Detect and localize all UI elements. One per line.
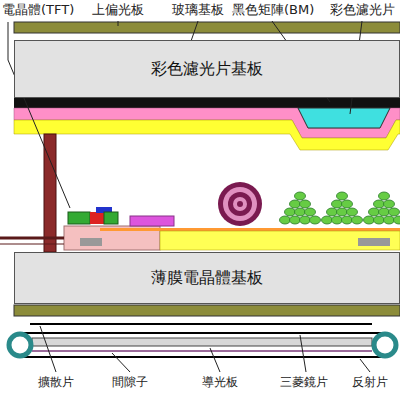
crystal: [394, 216, 400, 224]
pixel-layer: [160, 231, 400, 250]
part-label: 玻璃基板: [172, 3, 224, 18]
substrate-band: 薄膜電晶體基板: [14, 252, 400, 304]
crystal: [305, 208, 316, 216]
part-label: 彩色濾光片: [330, 3, 395, 18]
crystal: [352, 216, 363, 224]
part-label: 間隙子: [112, 376, 148, 390]
diffuser-sheet: [30, 323, 372, 325]
light-guide: [32, 338, 372, 346]
crystal: [364, 216, 375, 224]
color-filter: [298, 108, 390, 128]
crystal: [384, 216, 395, 224]
lc-crystals: [280, 192, 400, 224]
upper-polarizer: [14, 22, 400, 33]
yellow-layer: [14, 120, 400, 150]
crystal: [332, 200, 343, 208]
part-label: 黑色矩陣(BM): [232, 3, 314, 18]
lc-molecule: [218, 182, 262, 226]
crystal: [369, 208, 380, 216]
tft-gate: [80, 238, 102, 246]
crystal: [310, 216, 321, 224]
crystal: [332, 216, 343, 224]
tft-drain: [104, 212, 118, 224]
crystal: [347, 208, 358, 216]
electrode-layer: [100, 228, 400, 231]
black-matrix: [14, 98, 400, 108]
crystal: [327, 208, 338, 216]
reflector-sheet: [20, 356, 385, 358]
crystal: [384, 200, 395, 208]
crystal: [322, 216, 333, 224]
wire: [0, 244, 64, 245]
prism-sheet: [20, 332, 385, 334]
crystal: [300, 216, 311, 224]
crystal: [342, 216, 353, 224]
storage-electrode: [358, 238, 390, 246]
band-label: 彩色濾光片基板: [151, 59, 263, 80]
lower-polarizer: [14, 305, 400, 316]
part-label: 電晶體(TFT): [2, 3, 74, 18]
crystal: [280, 216, 291, 224]
part-label: 擴散片: [38, 376, 74, 390]
crystal: [337, 208, 348, 216]
tft-source: [68, 212, 90, 224]
crystal: [389, 208, 400, 216]
crystal: [379, 208, 390, 216]
wire: [0, 237, 64, 240]
crystal: [374, 200, 385, 208]
crystal: [379, 192, 390, 200]
lamp: [374, 334, 396, 356]
band-label: 薄膜電晶體基板: [151, 268, 263, 289]
tft-channel: [90, 212, 104, 224]
part-label: 三菱鏡片: [280, 376, 328, 390]
crystal: [290, 216, 301, 224]
spacer-line: [32, 350, 372, 352]
substrate-band: 彩色濾光片基板: [14, 40, 400, 98]
lamp: [9, 334, 31, 356]
part-label: 導光板: [202, 376, 238, 390]
crystal: [295, 192, 306, 200]
crystal: [337, 192, 348, 200]
crystal: [285, 208, 296, 216]
crystal: [374, 216, 385, 224]
spacer-post: [44, 134, 56, 252]
crystal: [295, 208, 306, 216]
crystal: [290, 200, 301, 208]
part-label: 反射片: [352, 376, 388, 390]
crystal: [342, 200, 353, 208]
crystal: [300, 200, 311, 208]
part-label: 上偏光板: [92, 3, 144, 18]
tft-contact: [130, 216, 174, 226]
